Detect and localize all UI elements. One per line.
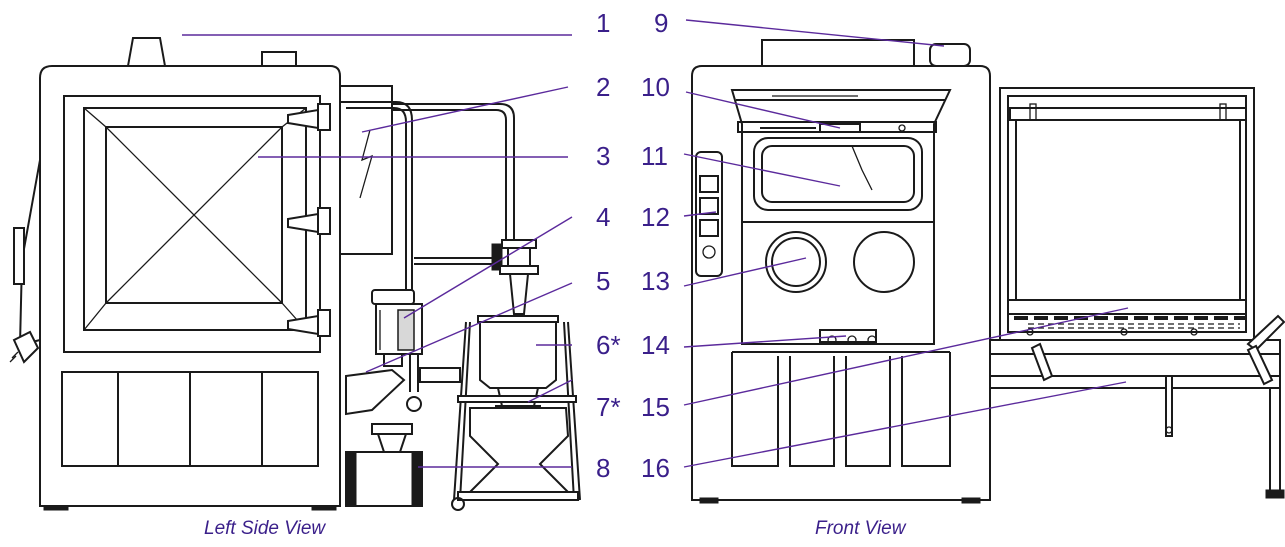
- leader-lines: [182, 19, 1129, 468]
- leader-4: [403, 216, 573, 319]
- callout-5: 5: [596, 266, 611, 296]
- leader-14: [683, 335, 847, 348]
- leader-10: [685, 91, 841, 129]
- callout-10: 10: [641, 72, 670, 102]
- callout-3: 3: [596, 141, 611, 171]
- front-view-drawing: [691, 39, 1285, 504]
- left-side-view-drawing: [9, 37, 581, 511]
- front-view-caption: Front View: [815, 518, 906, 539]
- callout-7: 7*: [596, 392, 621, 422]
- leader-5: [365, 282, 573, 373]
- leader-7: [527, 379, 573, 403]
- callout-4: 4: [596, 202, 611, 232]
- leader-15: [683, 307, 1129, 406]
- leader-11: [683, 153, 841, 187]
- callout-12: 12: [641, 202, 670, 232]
- callout-15: 15: [641, 392, 670, 422]
- callout-1: 1: [596, 8, 611, 38]
- callout-11: 11: [641, 141, 668, 171]
- callout-16: 16: [641, 453, 670, 483]
- callout-9: 9: [654, 8, 669, 38]
- callout-2: 2: [596, 72, 611, 102]
- leader-2: [361, 86, 569, 133]
- callout-6: 6*: [596, 330, 621, 360]
- leader-9: [685, 19, 945, 47]
- callout-14: 14: [641, 330, 670, 360]
- callout-8: 8: [596, 453, 611, 483]
- callout-13: 13: [641, 266, 670, 296]
- leader-16: [683, 381, 1127, 468]
- left-side-view-caption: Left Side View: [204, 518, 326, 539]
- leader-12: [683, 211, 717, 217]
- leader-13: [683, 257, 807, 287]
